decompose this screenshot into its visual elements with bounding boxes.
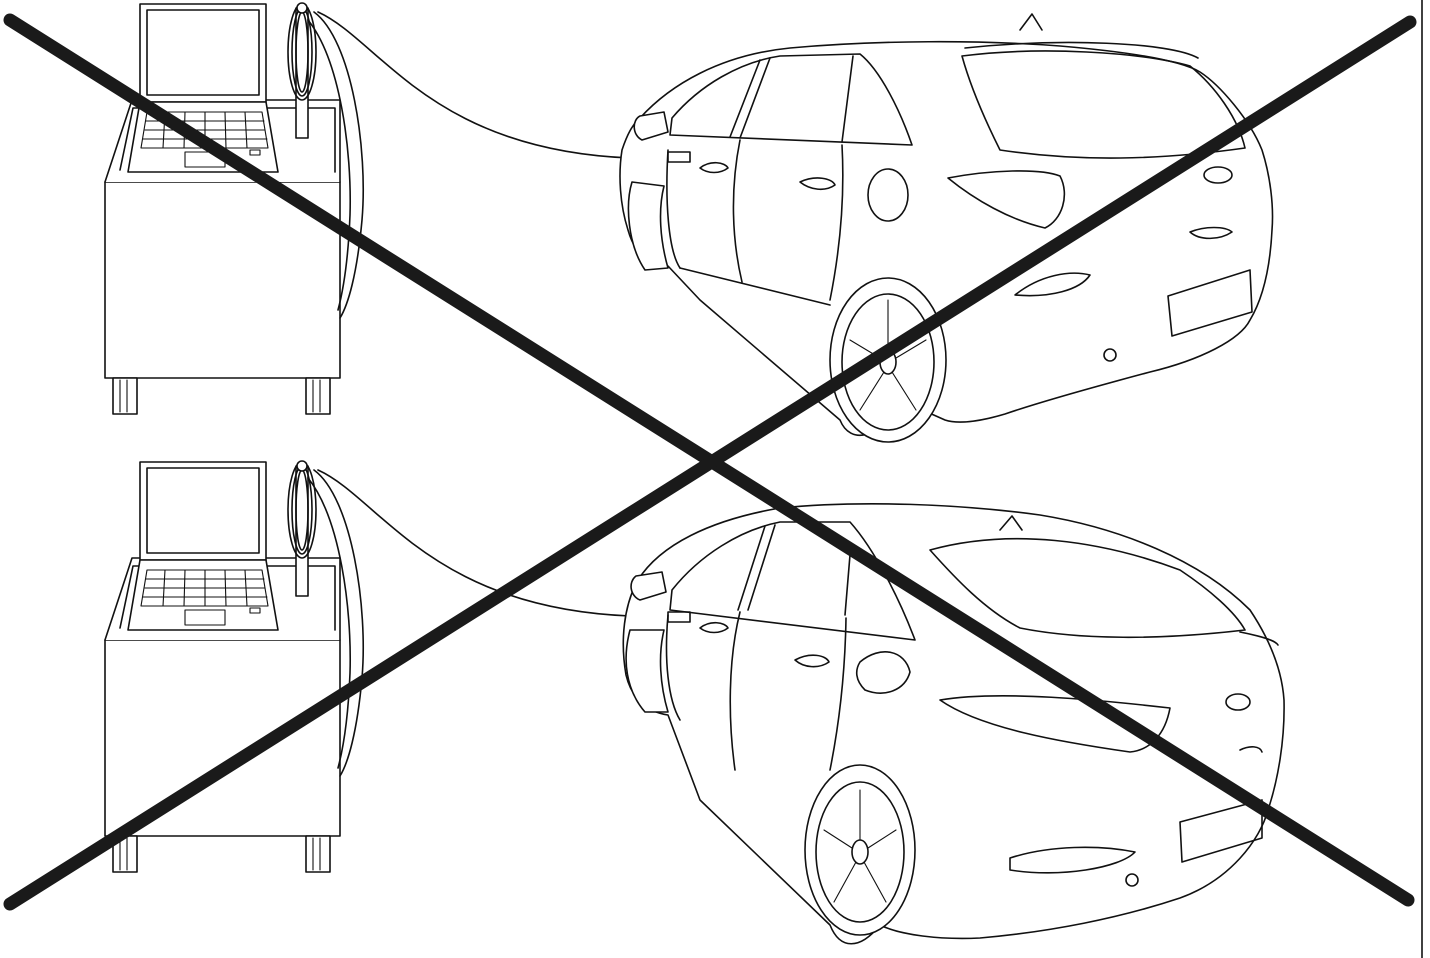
diagnostic-cart-top (105, 3, 630, 414)
diagnostic-cart-bottom (105, 461, 630, 872)
vehicle-fastback (623, 504, 1284, 944)
vehicle-hatchback (620, 14, 1273, 442)
